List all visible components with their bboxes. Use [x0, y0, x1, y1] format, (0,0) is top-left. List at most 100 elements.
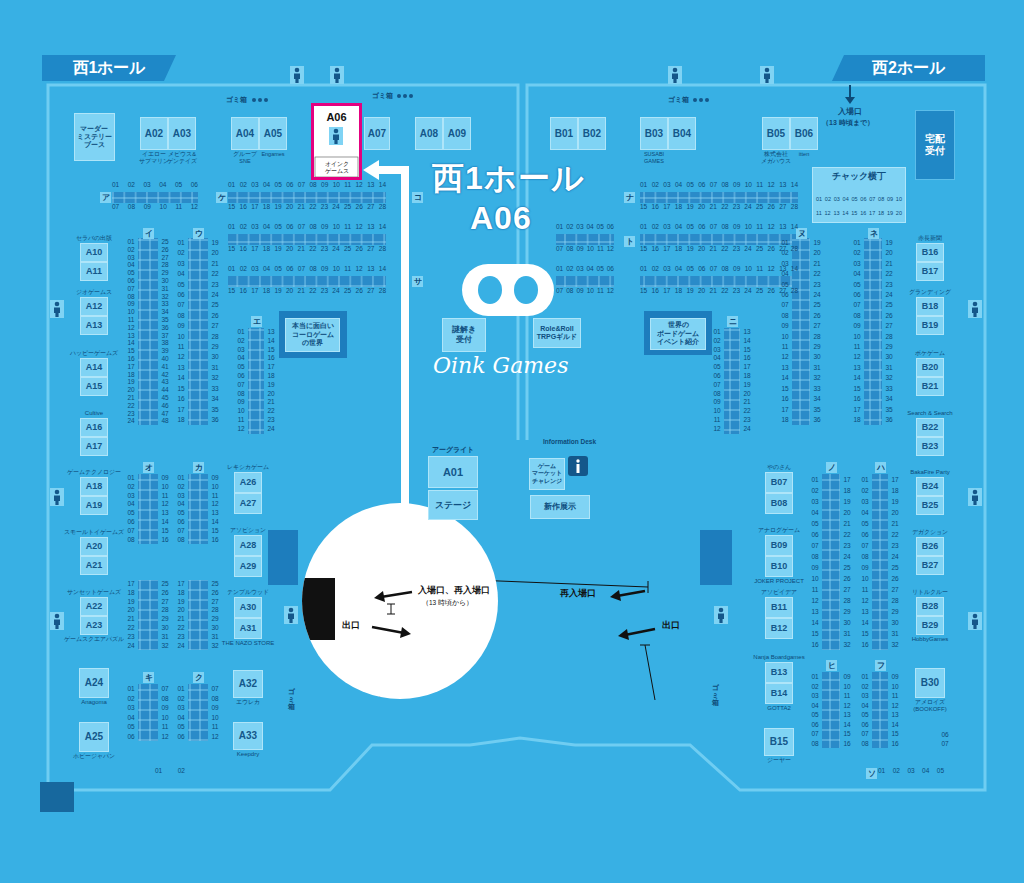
- feature-box: Role&Roll TRPGギルド: [533, 318, 581, 348]
- booth-box: B10JOKER PROJECT: [765, 556, 793, 577]
- table-column: [188, 474, 208, 544]
- pig-logo: [462, 264, 554, 316]
- booth-id: A22: [86, 602, 103, 611]
- restroom-icon: [50, 488, 64, 506]
- table-numbers: 15 16 17 18 19 20 21 22 23 24 25 26 27 2…: [228, 288, 386, 295]
- booth-box: B21: [916, 377, 944, 396]
- exhibitor-name: Cultive: [85, 410, 103, 417]
- pig-logo: [514, 276, 538, 304]
- door-label: 入場口、再入場口: [418, 586, 490, 595]
- table-numbers: 25 26 27 28 29 30 31 32: [160, 580, 170, 650]
- table-strip: [228, 234, 386, 245]
- booth-id: A28: [240, 541, 257, 550]
- bin-dots: [705, 98, 709, 102]
- table-numbers: 15 16 17 18 19 20 21 22 23 24 25 26 27 2…: [228, 246, 386, 253]
- a06-highlight: [311, 103, 362, 180]
- table-numbers: 09 10 11 12 13 14 15 16: [160, 474, 170, 544]
- feature-name: 世界の ボードゲーム イベント紹介: [653, 321, 703, 346]
- bin-label: ゴミ箱: [288, 688, 295, 711]
- table-numbers: 01 02 03 04 05 06 07 08: [126, 474, 136, 544]
- table-numbers: 07 08 09 10 11 12: [210, 684, 220, 741]
- section-letter: キ: [143, 672, 154, 683]
- banner-shape: [42, 55, 176, 81]
- feature-name: ステージ: [431, 500, 475, 511]
- hall-banner: 西1ホール: [42, 55, 176, 81]
- booth-id: B22: [922, 423, 939, 432]
- exhibitor-name: Nanja Boardgames: [753, 654, 804, 661]
- exhibitor-name: itten: [799, 151, 809, 158]
- feature-name: 謎解き 受付: [445, 325, 483, 344]
- route-arrow: [376, 170, 405, 504]
- booth-box: A27: [234, 493, 262, 514]
- restroom-icon: [714, 606, 728, 624]
- section-letter: ヒ: [826, 660, 837, 671]
- exhibitor-name: イエロー サブマリン: [139, 151, 169, 164]
- table-column: [188, 580, 208, 650]
- restroom-icon: [50, 66, 982, 630]
- map-note: ゴミ箱: [372, 92, 393, 100]
- table-column: [188, 238, 208, 425]
- booth-id: B12: [771, 624, 788, 633]
- booth-box: A22サンセットゲームズ: [80, 597, 108, 616]
- booth-id: A09: [448, 129, 466, 139]
- booth-box: B26デガクション: [916, 537, 944, 556]
- booth-box: B17: [916, 262, 944, 281]
- booth-box: B12: [765, 618, 793, 639]
- feature-box: 新作展示: [530, 495, 590, 519]
- table-numbers: 19 20 21 22 23 24 25 26 27 28 29 30 31 3…: [812, 238, 822, 425]
- bin-dots: [397, 94, 401, 98]
- booth-box: A15: [80, 377, 108, 396]
- bin-label: ゴミ箱: [712, 684, 719, 707]
- booth-box: A03メビウス& ゲンテイズ: [168, 117, 196, 150]
- booth-box: B05株式会社 メガハウス: [762, 117, 790, 150]
- booth-id: B09: [771, 541, 788, 550]
- info-icon: [577, 464, 580, 473]
- map-note: Information Desk: [543, 438, 596, 445]
- table-numbers: 01 02: [155, 768, 185, 775]
- booth-box: B11アソビイデア: [765, 597, 793, 618]
- booth-id: A02: [145, 129, 163, 139]
- booth-id: B03: [645, 129, 663, 139]
- booth-id: A31: [240, 624, 257, 633]
- booth-box: A16Cultive: [80, 418, 108, 437]
- exhibitor-name: グループ SNE: [230, 151, 260, 164]
- feature-name: 新作展示: [533, 502, 587, 512]
- table-numbers: 01 02 03 04 05 06 07 08 09 10 11 12: [712, 328, 722, 434]
- table-numbers: 09 10 11 12 13 14 15 16: [210, 474, 220, 544]
- table-numbers: 01 02 03 04 05: [878, 768, 944, 775]
- feature-name: 本当に面白い コーロゲーム の世界: [288, 322, 337, 347]
- booth-box: B23: [916, 437, 944, 456]
- booth-box: A02イエロー サブマリン: [140, 117, 168, 150]
- booth-id: B02: [583, 129, 601, 139]
- hall-name: 西1ホール: [73, 60, 146, 76]
- section-letter: ト: [624, 236, 635, 247]
- hall-banner: 西2ホール: [832, 55, 985, 81]
- booth-box: B20ボケゲーム: [916, 358, 944, 377]
- booth-id: A08: [420, 129, 438, 139]
- booth-box: A14ハッピーゲームズ: [80, 358, 108, 377]
- zoom-leader: [645, 645, 655, 700]
- table-column: [248, 328, 264, 434]
- door-arrow: [610, 590, 655, 640]
- booth-id: B28: [922, 602, 939, 611]
- booth-box: A32エウレカ: [233, 670, 263, 698]
- corner-block: [40, 782, 74, 812]
- booth-id: A15: [86, 382, 103, 391]
- pig-logo: [462, 264, 554, 316]
- table-numbers: 01 02 03 04 05 06 07 08 09 10 11 12 13 1…: [640, 266, 798, 273]
- door-label: （13 時頃から）: [422, 600, 473, 607]
- booth-id: A01: [443, 467, 463, 478]
- zoom-circle: 入場口、再入場口（13 時頃から）出口: [302, 503, 498, 699]
- exhibitor-name: アメロイズ(BOOKOFF): [900, 699, 960, 713]
- booth-id: B25: [922, 501, 939, 510]
- table-numbers: 07 08 09 10 11 12: [160, 684, 170, 741]
- overlay-text: A06: [470, 201, 532, 236]
- door-arrow: [625, 629, 655, 635]
- booth-box: B01: [550, 117, 578, 150]
- table-numbers: 19 20 21 22 23 24 25 26 27 28 29 30 31 3…: [210, 238, 220, 425]
- table-numbers: 01 02 03 04 05 06: [126, 684, 136, 741]
- booth-id: A17: [86, 442, 103, 451]
- booth-box: A26レキシカゲーム: [234, 472, 262, 493]
- table-numbers: 01 02 03 04 05 06: [556, 266, 614, 273]
- booth-box: A17: [80, 437, 108, 456]
